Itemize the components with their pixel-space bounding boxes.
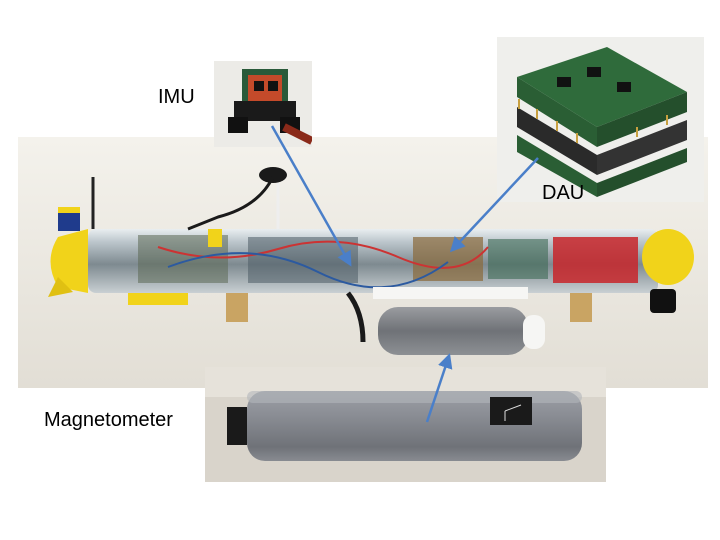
dau-label: DAU <box>542 182 585 204</box>
imu-photo <box>214 61 312 147</box>
magnetometer-photo <box>205 367 606 482</box>
imu-label: IMU <box>158 86 195 108</box>
magnetometer-label: Magnetometer <box>44 409 173 431</box>
dau-photo <box>497 37 704 202</box>
